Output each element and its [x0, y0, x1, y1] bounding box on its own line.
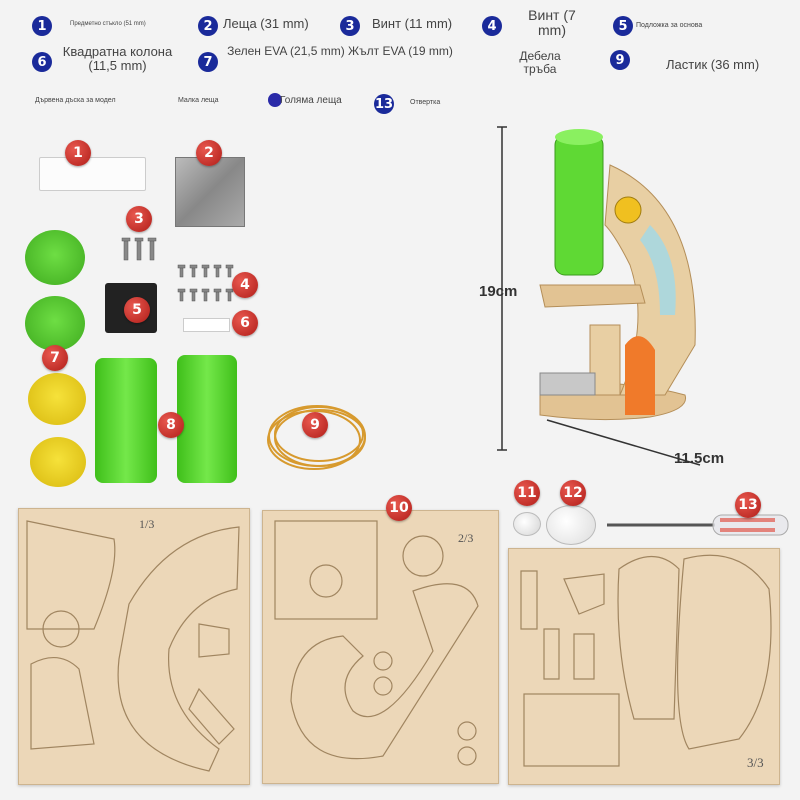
badge-13: 13 [735, 492, 761, 518]
yellow-eva-disc [28, 373, 86, 425]
legend-text-13: Отвертка [410, 99, 441, 106]
legend-text-12: Голяма леща [280, 95, 342, 106]
legend-num-6: 6 [32, 52, 52, 72]
width-label: 11.5cm [674, 450, 725, 467]
legend-num-3: 3 [340, 16, 360, 36]
green-eva-disc [25, 296, 85, 351]
legend-num-4: 4 [482, 16, 502, 36]
legend-num-7: 7 [198, 52, 218, 72]
badge-8: 8 [158, 412, 184, 438]
board-number-1: 1/3 [139, 517, 155, 531]
legend-text-5: Подложка за основа [636, 22, 703, 29]
green-eva-disc [25, 230, 85, 285]
small-lens [513, 512, 541, 536]
height-dimension-line [497, 126, 507, 451]
height-label: 19cm [479, 283, 518, 300]
legend-num-9: 9 [610, 50, 630, 70]
assembled-microscope [539, 129, 696, 421]
mirror-square [175, 157, 245, 227]
legend-num-13: 13 [374, 94, 394, 114]
board-2-cutouts [274, 520, 479, 766]
badge-9: 9 [302, 412, 328, 438]
square-column [183, 318, 230, 332]
legend-text-10: Дървена дъска за модел [35, 97, 116, 104]
badge-7: 7 [42, 345, 68, 371]
slide-glass [39, 157, 146, 191]
badge-11: 11 [514, 480, 540, 506]
thick-tube [95, 358, 157, 483]
screwdriver [607, 514, 789, 536]
badge-12: 12 [560, 480, 586, 506]
screws-11mm [121, 237, 157, 261]
big-lens [546, 505, 596, 545]
badge-1: 1 [65, 140, 91, 166]
board-1-cutouts [26, 520, 240, 772]
legend-num-5: 5 [613, 16, 633, 36]
board-number-2: 2/3 [458, 531, 474, 545]
badge-4: 4 [232, 272, 258, 298]
thick-tube [177, 355, 237, 483]
legend-dot-12 [268, 93, 282, 107]
legend-num-2: 2 [198, 16, 218, 36]
legend-text-11: Малка леща [178, 97, 219, 104]
badge-5: 5 [124, 297, 150, 323]
legend-text-7: Зелен EVA (21,5 mm) Жълт EVA (19 mm) [227, 44, 453, 58]
legend-text-1: Предметно стъкло (51 mm) [70, 21, 146, 27]
board-3-cutouts [520, 554, 772, 767]
wood-board-3: 3/3 [508, 548, 780, 785]
legend-text-4: Винт (7 mm) [528, 7, 576, 39]
badge-6: 6 [232, 310, 258, 336]
badge-3: 3 [126, 206, 152, 232]
legend-text-8: Дебела тръба [519, 49, 561, 77]
legend-text-3: Винт (11 mm) [372, 16, 453, 31]
legend-text-6: Квадратна колона (11,5 mm) [62, 44, 173, 74]
board-number-3: 3/3 [747, 755, 764, 770]
legend-text-2: Леща (31 mm) [223, 16, 309, 31]
badge-10: 10 [386, 495, 412, 521]
legend-num-1: 1 [32, 16, 52, 36]
wood-board-2: 2/3 [262, 510, 499, 784]
rubber-bands [267, 405, 366, 470]
badge-2: 2 [196, 140, 222, 166]
yellow-eva-disc [30, 437, 86, 487]
wood-board-1: 1/3 [18, 508, 250, 785]
legend-text-9: Ластик (36 mm) [666, 57, 760, 72]
width-dimension-line [546, 419, 701, 466]
screws-7mm [177, 264, 234, 302]
